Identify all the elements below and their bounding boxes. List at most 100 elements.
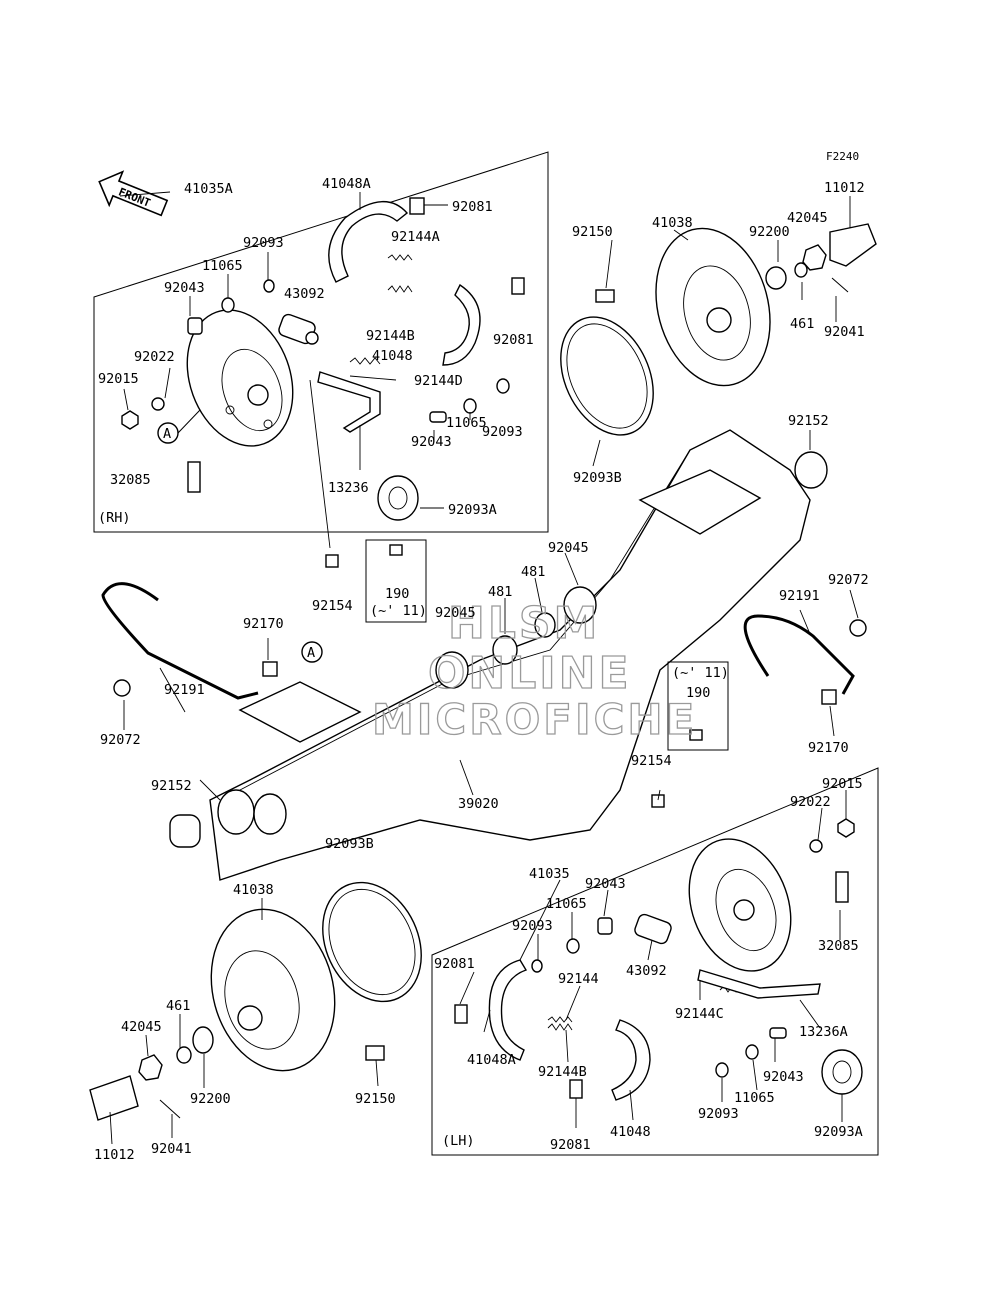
- bolt-92154-left: [325, 554, 339, 568]
- part-label: 11065: [202, 258, 243, 274]
- part-label: 41048: [610, 1124, 651, 1140]
- part-label: 92154: [312, 598, 353, 614]
- rh-ref-a-text: A: [163, 426, 171, 442]
- part-label: 43092: [284, 286, 325, 302]
- brake-line-92191-right: [743, 614, 855, 695]
- box-190-left: [365, 539, 427, 623]
- part-label: 92170: [243, 616, 284, 632]
- part-label: 92041: [151, 1141, 192, 1157]
- part-label: 481: [521, 564, 545, 580]
- watermark: HLSM ONLINE MICROFICHE: [371, 597, 695, 744]
- lh-nut-42045: [138, 1054, 163, 1081]
- lh-spring-92144: [547, 1023, 573, 1031]
- bolt-92154-right: [651, 794, 665, 808]
- part-label: 41035A: [184, 181, 233, 197]
- part-label: 92043: [585, 876, 626, 892]
- part-label: 11012: [824, 180, 865, 196]
- rh-pin-92043-right: [429, 411, 447, 423]
- rh-washer-461: [794, 262, 808, 278]
- rh-clip-92081-top: [409, 197, 425, 215]
- rh-clip-92081-mid: [511, 277, 525, 295]
- rh-group-label: (RH): [98, 510, 131, 526]
- bushing-92152-left: [169, 814, 201, 848]
- part-label: (~' 11): [672, 665, 729, 681]
- part-label: 32085: [818, 938, 859, 954]
- lh-bolt-92150: [365, 1045, 385, 1061]
- part-label: 92022: [134, 349, 175, 365]
- lh-wheel-cylinder: [634, 913, 672, 945]
- part-label: 92093B: [325, 836, 374, 852]
- part-label: 92015: [98, 371, 139, 387]
- part-label: 92154: [631, 753, 672, 769]
- part-label: 92093: [243, 235, 284, 251]
- part-label: 92093: [482, 424, 523, 440]
- part-label: 41048A: [322, 176, 371, 192]
- bushing-92045-lower: [435, 651, 469, 689]
- lh-brake-panel: [688, 838, 792, 972]
- part-label: 39020: [458, 796, 499, 812]
- lh-group-outline: [431, 767, 879, 1156]
- part-label: 92081: [434, 956, 475, 972]
- part-label: 92191: [164, 682, 205, 698]
- lh-washer-11065-top: [566, 938, 580, 954]
- part-label: 461: [790, 316, 814, 332]
- axle-bushings: [169, 451, 828, 848]
- ring-481-b: [492, 635, 518, 665]
- lh-seal-92093-bottom: [715, 1062, 729, 1078]
- part-label: 92144A: [391, 229, 440, 245]
- part-labels: 41035A 41048A 92081 92093 92144A 11065 9…: [94, 176, 869, 1163]
- rh-nut-42045: [802, 244, 827, 271]
- part-label: 92041: [824, 324, 865, 340]
- lh-plate-32085: [835, 871, 849, 903]
- lh-seal-92093-top: [531, 959, 543, 973]
- part-label: 190: [385, 586, 409, 602]
- lh-seal-92093B: [322, 881, 422, 1003]
- part-label: 41048: [372, 348, 413, 364]
- bushing-92045-upper: [563, 586, 597, 624]
- part-label: 11012: [94, 1147, 135, 1163]
- rh-washer-92200: [765, 266, 787, 290]
- part-label: 11065: [546, 896, 587, 912]
- rh-spring-92144D: [349, 357, 381, 365]
- part-label: 42045: [787, 210, 828, 226]
- lh-pin-92043-right: [769, 1027, 787, 1039]
- part-label: 13236: [328, 480, 369, 496]
- part-label: 11065: [446, 415, 487, 431]
- lh-brake-group: (LH): [431, 767, 879, 1156]
- part-label: 461: [166, 998, 190, 1014]
- part-label: 92093A: [814, 1124, 863, 1140]
- lh-washer-92200: [192, 1026, 214, 1054]
- brake-line-92191-left: [101, 582, 259, 700]
- part-label: 92144C: [675, 1006, 724, 1022]
- part-label: 92093: [512, 918, 553, 934]
- rh-seal-92093B: [560, 316, 654, 436]
- part-label: 42045: [121, 1019, 162, 1035]
- lh-washer-461: [176, 1046, 192, 1064]
- part-label: 92093B: [573, 470, 622, 486]
- rh-washer-92022: [151, 397, 165, 411]
- rh-group-outline: [93, 151, 549, 533]
- part-label: 92072: [100, 732, 141, 748]
- part-label: 41035: [529, 866, 570, 882]
- bushing-92152-right: [794, 451, 828, 489]
- part-label: 11065: [734, 1090, 775, 1106]
- part-label: 92170: [808, 740, 849, 756]
- rh-nut-92015: [121, 410, 139, 430]
- part-label: 41038: [652, 215, 693, 231]
- rh-lever-13236: [317, 371, 381, 433]
- part-label: 92191: [779, 588, 820, 604]
- part-label: 92045: [435, 605, 476, 621]
- rh-wheel-cylinder: [278, 313, 319, 345]
- part-label: 92081: [493, 332, 534, 348]
- part-label: 92043: [164, 280, 205, 296]
- lh-shoe-41048: [611, 1019, 651, 1101]
- rh-pin-92043: [187, 317, 203, 335]
- axle-mount-right: [638, 469, 762, 535]
- clamp-92170-right: [821, 689, 837, 705]
- rh-drum-group: [560, 223, 877, 436]
- part-label: 92150: [355, 1091, 396, 1107]
- axle-mount-left: [238, 681, 362, 743]
- lh-clip-92081-left: [454, 1004, 468, 1024]
- part-label: 92144D: [414, 373, 463, 389]
- part-label: 92015: [822, 776, 863, 792]
